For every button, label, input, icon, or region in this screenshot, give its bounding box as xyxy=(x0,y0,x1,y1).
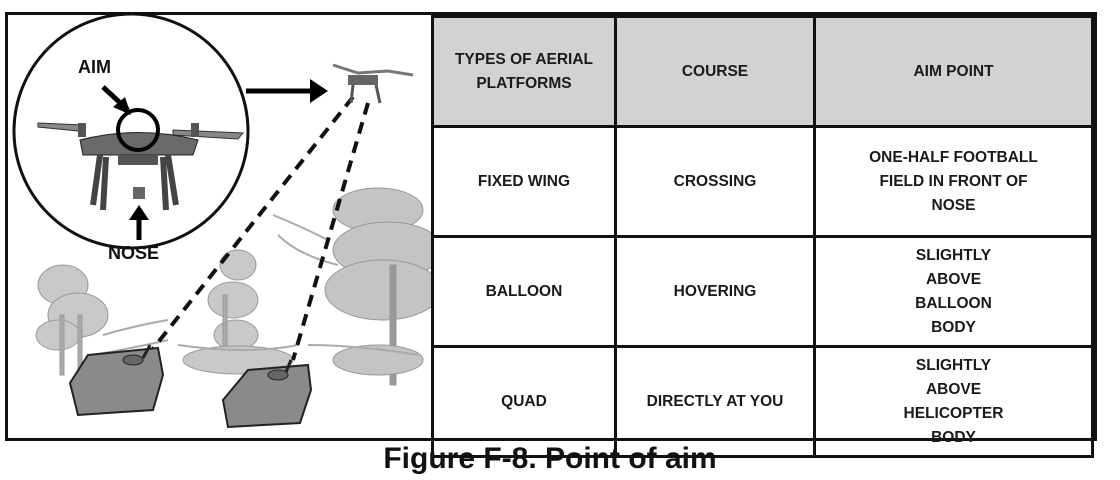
figure-frame: AIM NOSE TYPES OF AERIAL PLATFORMS COURS… xyxy=(5,12,1097,458)
zoom-circle xyxy=(12,15,250,250)
drone-icon xyxy=(37,85,245,240)
aim-point-table: TYPES OF AERIAL PLATFORMS COURSE AIM POI… xyxy=(431,15,1094,458)
tree-icon xyxy=(324,187,431,386)
platform-cell: BALLOON xyxy=(431,235,617,348)
table-header-row: TYPES OF AERIAL PLATFORMS COURSE AIM POI… xyxy=(431,15,1094,128)
aim-point-cell: SLIGHTLY ABOVE HELICOPTER BODY xyxy=(813,345,1094,458)
tree-icon xyxy=(35,264,109,376)
aim-point-cell: SLIGHTLY ABOVE BALLOON BODY xyxy=(813,235,1094,348)
course-cell: HOVERING xyxy=(614,235,816,348)
aim-label: AIM xyxy=(78,57,111,77)
course-cell: CROSSING xyxy=(614,125,816,238)
table-row: FIXED WING CROSSING ONE-HALF FOOTBALL FI… xyxy=(431,125,1094,238)
small-drone-icon xyxy=(332,63,414,104)
tank-icon xyxy=(221,359,313,429)
header-aim-point: AIM POINT xyxy=(813,15,1094,128)
table-row: QUAD DIRECTLY AT YOU SLIGHTLY ABOVE HELI… xyxy=(431,345,1094,458)
platform-cell: FIXED WING xyxy=(431,125,617,238)
aim-point-cell: ONE-HALF FOOTBALL FIELD IN FRONT OF NOSE xyxy=(813,125,1094,238)
course-cell: DIRECTLY AT YOU xyxy=(614,345,816,458)
platform-cell: QUAD xyxy=(431,345,617,458)
sight-line xyxy=(146,95,370,361)
nose-label: NOSE xyxy=(108,243,159,263)
figure-caption: Figure F-8. Point of aim xyxy=(383,442,717,475)
arrow-icon xyxy=(310,79,328,103)
drone-aim-illustration: AIM NOSE xyxy=(12,15,431,429)
tank-icon xyxy=(68,344,165,417)
header-platform: TYPES OF AERIAL PLATFORMS xyxy=(431,15,617,128)
tree-icon xyxy=(182,249,294,375)
table-row: BALLOON HOVERING SLIGHTLY ABOVE BALLOON … xyxy=(431,235,1094,348)
header-course: COURSE xyxy=(614,15,816,128)
